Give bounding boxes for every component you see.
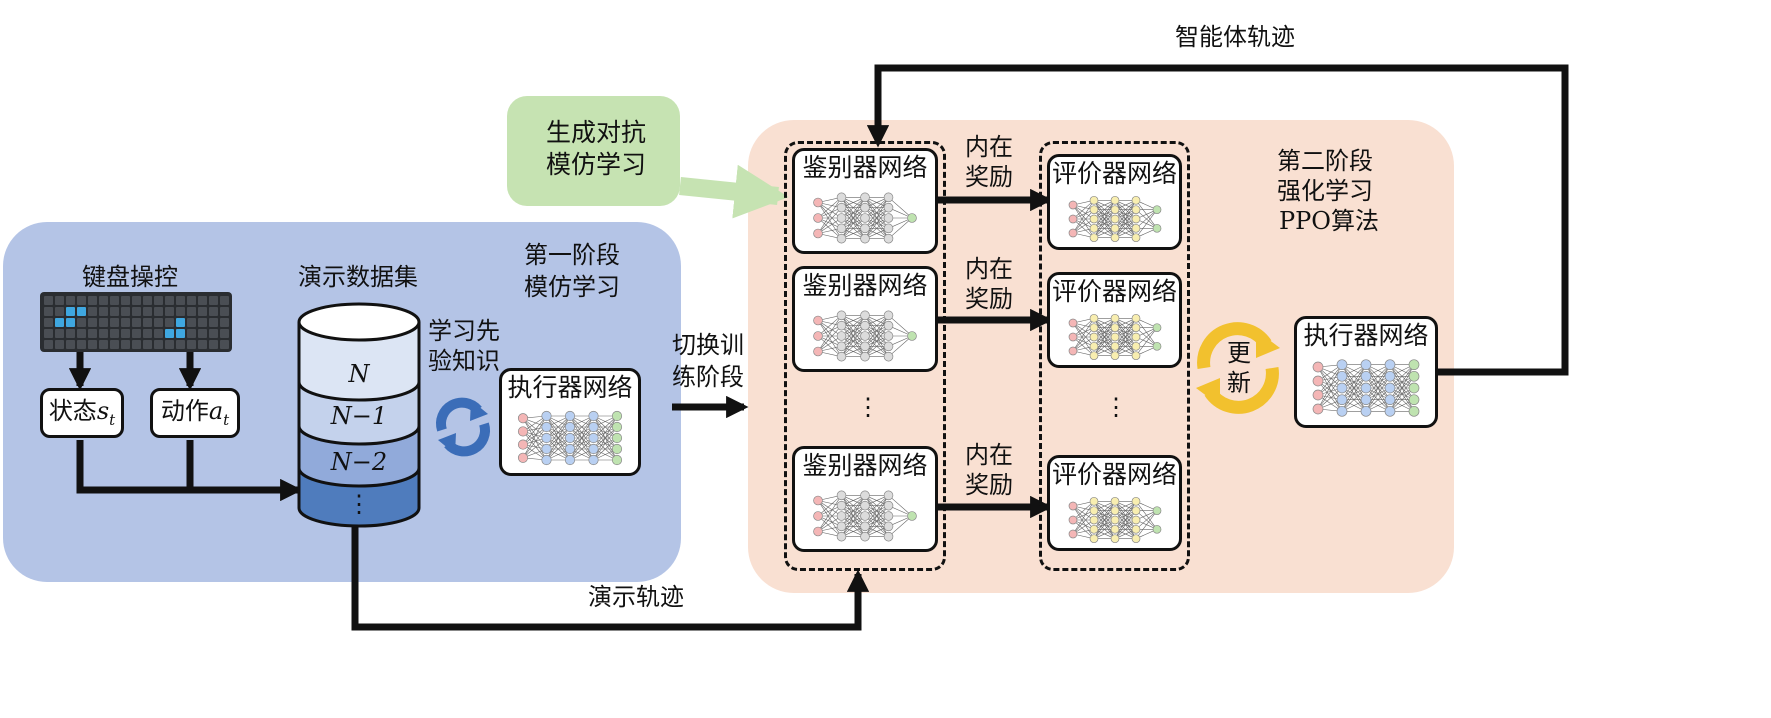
switch-line1: 切换训 (672, 331, 744, 359)
neural-net-icon (813, 192, 917, 244)
discriminator-label-3: 鉴别器网络 (802, 451, 928, 480)
dataset-label: 演示数据集 (298, 263, 418, 291)
reward-3-line1: 内在 (965, 441, 1013, 469)
stage2-title-line3: PPO算法 (1279, 207, 1379, 235)
demo-trajectory-label: 演示轨迹 (588, 583, 684, 611)
stage2-title-line2: 强化学习 (1277, 177, 1373, 205)
neural-net-icon (1068, 195, 1161, 243)
dataset-cylinder (297, 302, 421, 528)
gail-line1: 生成对抗 (546, 118, 647, 147)
discriminator-network-2: 鉴别器网络 (792, 266, 938, 372)
reward-1-line1: 内在 (965, 133, 1013, 161)
discriminator-label-2: 鉴别器网络 (802, 271, 928, 300)
neural-net-icon (517, 410, 623, 466)
critic-network-1: 评价器网络 (1047, 154, 1182, 250)
gail-arrow (679, 164, 789, 219)
dataset-row-n: N (348, 360, 370, 388)
reward-1-line2: 奖励 (965, 163, 1013, 191)
critic-network-2: 评价器网络 (1047, 272, 1182, 368)
stage1-actor-label: 执行器网络 (507, 373, 633, 402)
critic-label-2: 评价器网络 (1051, 277, 1177, 306)
dataset-row-n-1: N−1 (330, 402, 388, 430)
discriminator-network-1: 鉴别器网络 (792, 148, 938, 254)
action-symbol: a (208, 397, 224, 425)
stage1-title-line1: 第一阶段 (524, 241, 620, 269)
neural-net-icon (813, 490, 917, 542)
gail-line2: 模仿学习 (546, 150, 647, 179)
stage1-title-line2: 模仿学习 (524, 273, 620, 301)
agent-trajectory-label: 智能体轨迹 (1175, 23, 1295, 51)
action-label: 动作 (160, 397, 209, 425)
learning-cycle-icon (436, 397, 490, 457)
action-chip: 动作at (150, 388, 240, 438)
gail-box (507, 96, 680, 206)
state-sub: t (109, 410, 116, 429)
update-cycle-icon (1196, 322, 1280, 414)
update-line2: 新 (1227, 369, 1251, 397)
stage1-actor-network: 执行器网络 (499, 368, 641, 476)
discriminator-group (784, 141, 946, 571)
neural-net-icon (1068, 496, 1161, 544)
stage2-title-line1: 第二阶段 (1277, 147, 1373, 175)
reward-2-line2: 奖励 (965, 285, 1013, 313)
dataset-row-n-2: N−2 (330, 448, 388, 476)
reward-2-line1: 内在 (965, 255, 1013, 283)
discriminator-ellipsis: ⋮ (856, 393, 880, 421)
switch-line2: 练阶段 (672, 363, 744, 391)
critic-label-1: 评价器网络 (1051, 159, 1177, 188)
neural-net-icon (1068, 313, 1161, 361)
discriminator-label-1: 鉴别器网络 (802, 153, 928, 182)
state-symbol: s (96, 397, 110, 425)
neural-net-icon (1312, 359, 1420, 417)
update-line1: 更 (1227, 339, 1251, 367)
state-label: 状态 (48, 397, 97, 425)
action-sub: t (223, 410, 230, 429)
stage2-actor-network: 执行器网络 (1294, 316, 1438, 428)
critic-ellipsis: ⋮ (1104, 393, 1128, 421)
reward-3-line2: 奖励 (965, 471, 1013, 499)
keyboard-label: 键盘操控 (82, 263, 178, 291)
prior-knowledge-line2: 验知识 (428, 347, 500, 375)
critic-network-3: 评价器网络 (1047, 455, 1182, 551)
neural-net-icon (813, 310, 917, 362)
prior-knowledge-line1: 学习先 (428, 317, 500, 345)
critic-label-3: 评价器网络 (1051, 460, 1177, 489)
dataset-row-more: ⋮ (347, 490, 371, 518)
state-chip: 状态st (40, 388, 124, 438)
stage2-actor-label: 执行器网络 (1303, 321, 1429, 350)
keyboard-icon (40, 292, 232, 352)
critic-group (1039, 141, 1190, 571)
discriminator-network-3: 鉴别器网络 (792, 446, 938, 552)
